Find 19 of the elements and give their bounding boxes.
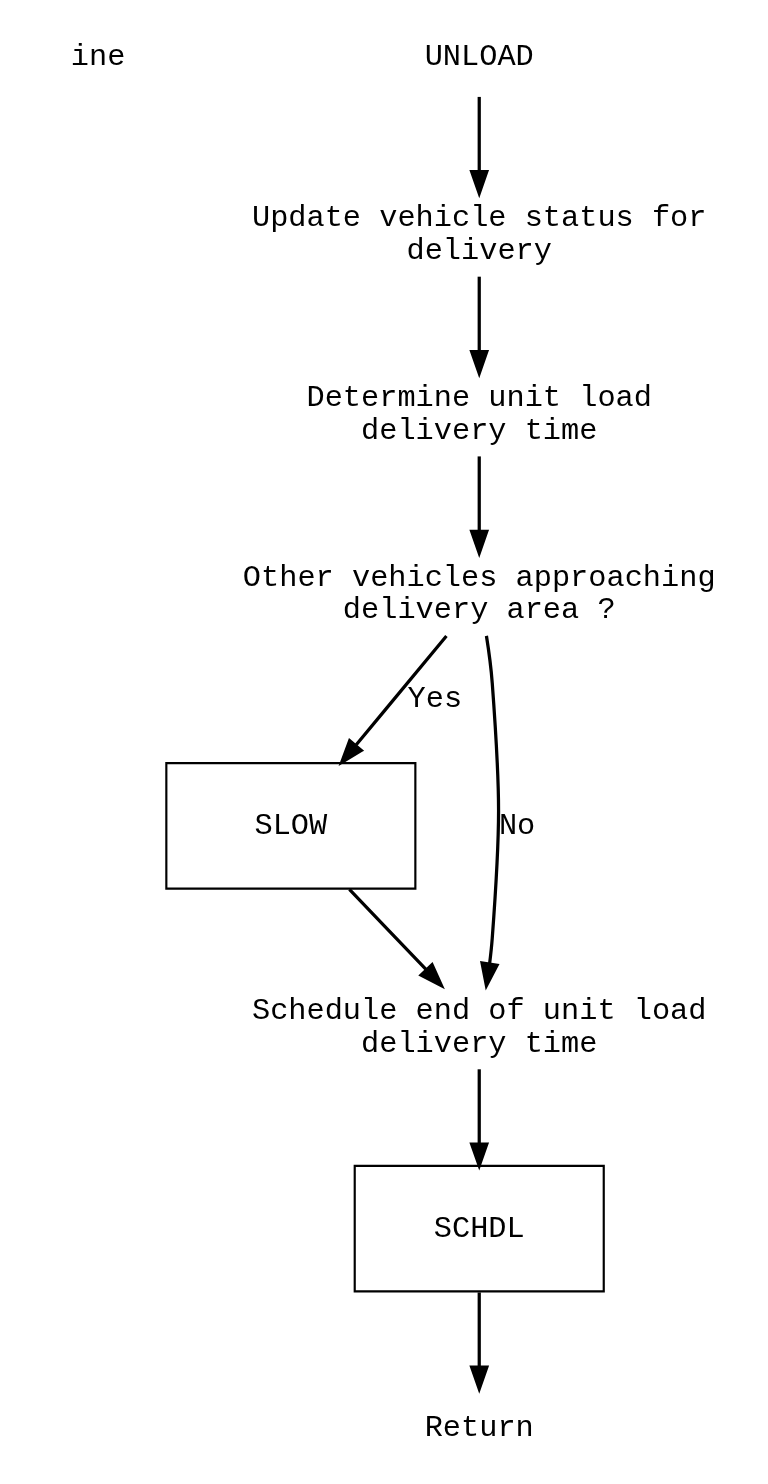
node-box: SCHDL: [353, 1164, 605, 1292]
arrow: [468, 276, 489, 378]
edge-label: Yes: [407, 681, 462, 716]
edge-label: No: [498, 808, 535, 843]
node-text: Schedule end of unit load delivery time: [251, 993, 706, 1060]
arrow: [479, 635, 500, 990]
node-text: Other vehicles approaching delivery area ?: [242, 560, 716, 627]
arrow: [347, 887, 445, 989]
arrow: [468, 96, 489, 198]
label: ine: [70, 39, 125, 74]
node-box: SLOW: [164, 761, 416, 890]
node-text: UNLOAD: [424, 39, 534, 74]
arrow: [338, 634, 448, 766]
arrow: [468, 1291, 489, 1394]
arrow: [468, 455, 489, 558]
node-text: Update vehicle status for delivery: [251, 200, 706, 268]
node-text: Return: [424, 1410, 534, 1445]
arrow: [468, 1068, 489, 1171]
node-text: Determine unit load delivery time: [306, 380, 652, 448]
